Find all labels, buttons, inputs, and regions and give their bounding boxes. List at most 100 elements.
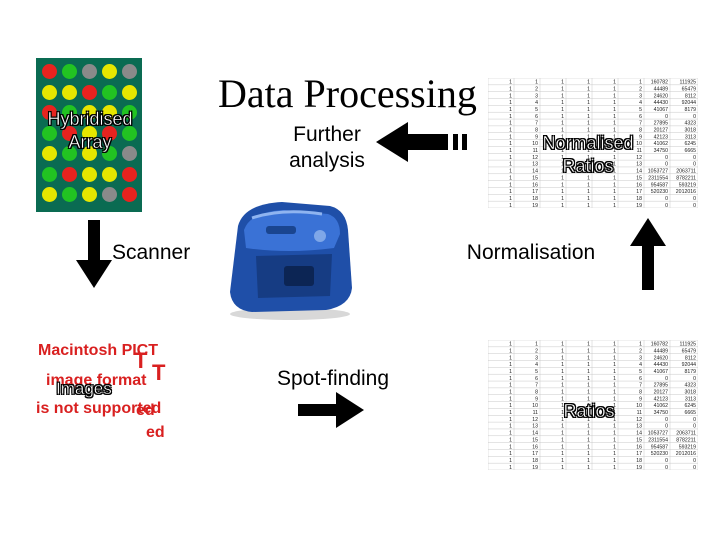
spreadsheet-cell: 11	[533, 148, 538, 154]
spreadsheet-cell: 5	[535, 369, 538, 375]
spreadsheet-cell: 954587	[651, 444, 668, 450]
array-spot	[82, 125, 97, 141]
spreadsheet-cell: 1	[561, 114, 564, 120]
spreadsheet-cell: 1	[613, 458, 616, 464]
spreadsheet-cell: 1	[509, 362, 512, 368]
spreadsheet-cell: 1	[613, 348, 616, 354]
spreadsheet-cell: 3	[535, 355, 538, 361]
spreadsheet-cell: 0	[665, 196, 668, 202]
spreadsheet-cell: 1	[509, 148, 512, 154]
spreadsheet-cell: 1	[587, 410, 590, 416]
spreadsheet-cell: 1	[561, 376, 564, 382]
spreadsheet-cell: 8	[535, 128, 538, 134]
spreadsheet-cell: 15	[636, 175, 642, 181]
spreadsheet-cell: 1	[613, 369, 616, 375]
spreadsheet-cell: 1	[613, 444, 616, 450]
spreadsheet-cell: 1	[509, 444, 512, 450]
spreadsheet-cell: 1	[613, 390, 616, 396]
spreadsheet-cell: 1	[561, 465, 564, 470]
spreadsheet-cell: 41067	[654, 107, 669, 113]
array-spot	[102, 166, 117, 182]
spreadsheet-cell: 1	[613, 155, 616, 161]
spreadsheet-cell: 1	[509, 182, 512, 188]
spreadsheet-cell: 1	[561, 458, 564, 464]
spreadsheet-cell: 16	[636, 444, 642, 450]
arrow-up-icon	[630, 218, 666, 290]
spreadsheet-cell: 1	[561, 134, 564, 140]
array-spot	[62, 125, 77, 141]
spreadsheet-cell: 1	[509, 355, 512, 361]
spreadsheet-cell: 1	[561, 169, 564, 175]
spreadsheet-cell: 6	[639, 114, 642, 120]
spreadsheet-cell: 1	[613, 342, 616, 348]
hybridised-array-image	[36, 58, 142, 212]
spreadsheet-cell: 65479	[682, 86, 697, 92]
spreadsheet-cell: 0	[693, 376, 696, 382]
spreadsheet-cell: 1	[613, 396, 616, 402]
spreadsheet-cell: 1	[613, 107, 616, 113]
spreadsheet-cell: 1	[587, 100, 590, 106]
spreadsheet-cell: 1	[587, 93, 590, 99]
spreadsheet-cell: 3113	[685, 134, 696, 140]
spreadsheet-cell: 4323	[684, 383, 696, 389]
spreadsheet-cell: 0	[665, 162, 668, 168]
spreadsheet-cell: 1	[509, 141, 512, 147]
spreadsheet-cell: 1	[509, 383, 512, 389]
spreadsheet-cell: 1	[561, 128, 564, 134]
spreadsheet-cell: 1	[613, 451, 616, 457]
spreadsheet-cell: 1	[613, 128, 616, 134]
array-spot	[122, 166, 137, 182]
spreadsheet-cell: 0	[665, 203, 668, 208]
spreadsheet-cell: 0	[693, 417, 696, 423]
spreadsheet-cell: 19	[532, 203, 538, 208]
spreadsheet-cell: 111925	[679, 342, 696, 348]
pict-line-1: Macintosh PICT	[38, 342, 159, 359]
spreadsheet-cell: 42123	[654, 396, 669, 402]
pict-line-2: image format	[46, 372, 147, 389]
spreadsheet-cell: 4	[535, 100, 538, 106]
spreadsheet-cell: 18	[532, 196, 538, 202]
spreadsheet-cell: 1	[613, 410, 616, 416]
spreadsheet-cell: 12	[636, 155, 642, 161]
spreadsheet-cell: 1	[509, 342, 512, 348]
spreadsheet-cell: 15	[532, 175, 538, 181]
spreadsheet-cell: 111925	[679, 80, 696, 86]
spreadsheet-cell: 1	[561, 155, 564, 161]
spreadsheet-cell: 1	[509, 424, 512, 430]
spreadsheet-cell: 1	[535, 80, 538, 86]
spreadsheet-cell: 1	[561, 148, 564, 154]
spreadsheet-cell: 16	[532, 182, 538, 188]
spreadsheet-cell: 16	[636, 182, 642, 188]
spreadsheet-cell: 1	[561, 390, 564, 396]
spreadsheet-cell: 1	[561, 93, 564, 99]
array-spot	[122, 84, 137, 100]
spreadsheet-cell: 7	[535, 121, 538, 127]
spreadsheet-cell: 1	[561, 444, 564, 450]
array-spot	[42, 64, 57, 79]
spreadsheet-cell: 2	[639, 348, 642, 354]
spreadsheet-cell: 1	[509, 121, 512, 127]
spreadsheet-cell: 1	[561, 348, 564, 354]
spreadsheet-cell: 3	[639, 355, 642, 361]
spreadsheet-cell: 2	[535, 348, 538, 354]
spreadsheet-cell: 5	[639, 107, 642, 113]
spreadsheet-cell: 12	[532, 155, 538, 161]
spreadsheet-cell: 19	[636, 203, 642, 208]
spreadsheet-cell: 0	[693, 424, 696, 430]
spreadsheet-cell: 1	[587, 465, 590, 470]
spreadsheet-cell: 9	[639, 134, 642, 140]
spreadsheet-cell: 1	[613, 196, 616, 202]
spreadsheet-cell: 1	[509, 100, 512, 106]
spreadsheet-cell: 1	[613, 162, 616, 168]
spreadsheet-cell: 6665	[684, 148, 696, 154]
spreadsheet-cell: 1	[509, 128, 512, 134]
further-analysis-label: Further analysis	[289, 123, 365, 173]
spreadsheet-cell: 1	[587, 155, 590, 161]
spreadsheet-cell: 1	[561, 121, 564, 127]
spreadsheet-cell: 1	[587, 348, 590, 354]
spreadsheet-cell: 1	[561, 141, 564, 147]
spreadsheet-cell: 1	[613, 189, 616, 195]
spot-finding-label: Spot-finding	[276, 367, 390, 390]
spreadsheet-cell: 1	[587, 390, 590, 396]
